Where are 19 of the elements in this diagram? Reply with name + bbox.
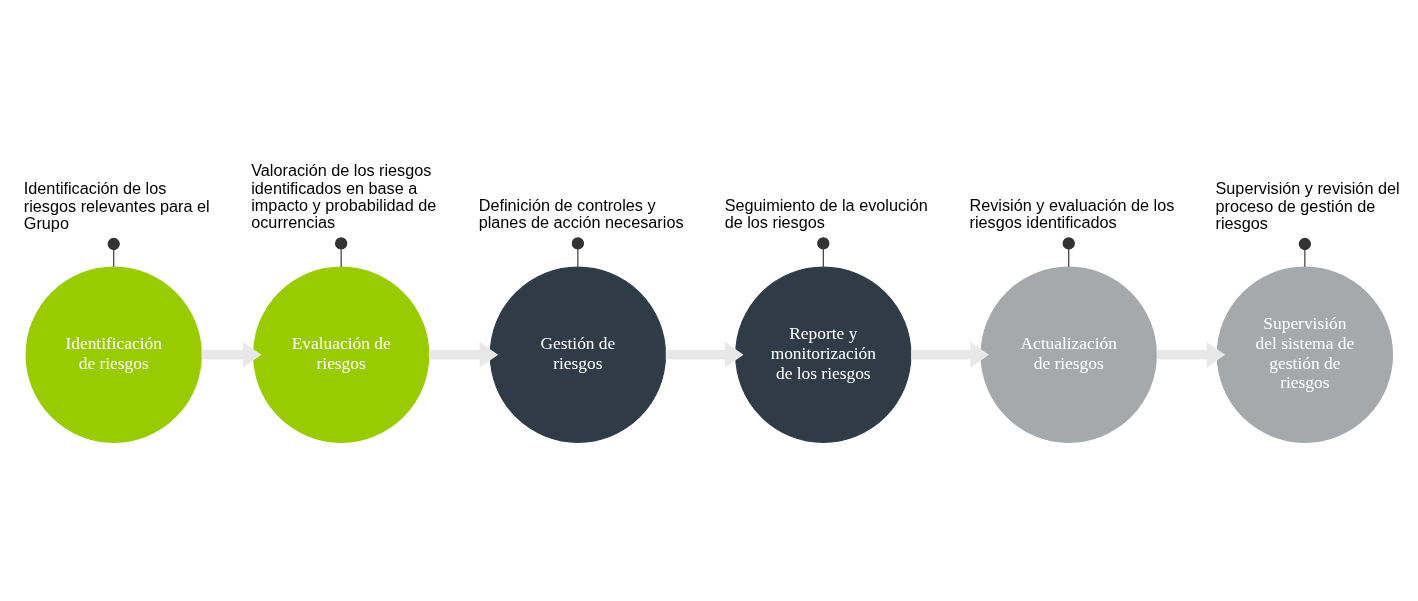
node-circle: Gestión de riesgos: [489, 266, 667, 443]
node-circle: Identificación de riesgos: [25, 266, 202, 443]
arrow: [201, 341, 262, 368]
arrow: [428, 341, 499, 368]
connector: [1298, 237, 1311, 268]
arrow: [911, 341, 989, 368]
node-circle: Reporte y monitorización de los riesgos: [735, 266, 912, 443]
node-circle: Supervisión del sistema de gestión de riesgos: [1216, 266, 1394, 443]
arrow: [1156, 341, 1226, 368]
node-text: Supervisión y revisión del proceso de gestión de riesgos: [1215, 179, 1400, 233]
node-text: Valoración de los riesgos identificados en base a impacto y probabilidad de ocurrencias: [251, 161, 437, 232]
node-text: Revisión y evaluación de los riesgos identificados: [969, 196, 1175, 232]
node-text: Seguimiento de la evolución de los riesgos: [724, 196, 928, 232]
node-text: Definición de controles y planes de acción necesarios: [478, 196, 684, 232]
node-circle: Evaluación de riesgos: [252, 266, 430, 443]
connector: [571, 237, 585, 268]
arrow: [665, 341, 744, 368]
node-circle: Actualización de riesgos: [980, 266, 1157, 443]
node-text: Identificación de los riesgos relevantes para el Grupo: [23, 179, 210, 233]
